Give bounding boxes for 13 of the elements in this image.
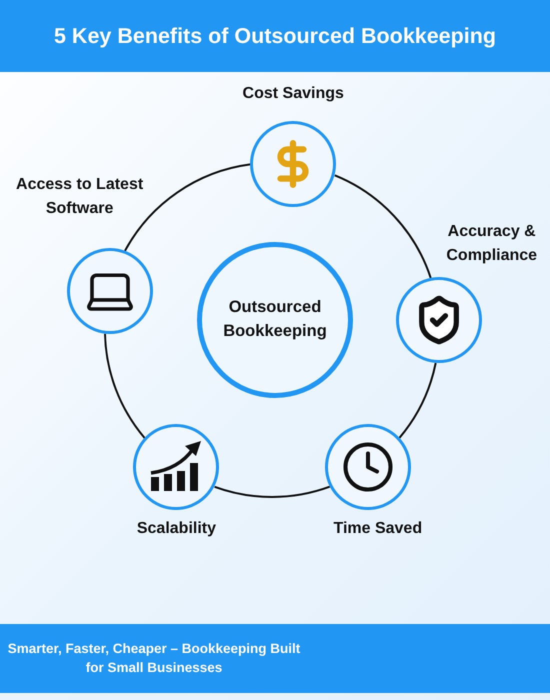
ring-connector <box>214 486 330 498</box>
benefit-label: Cost Savings <box>242 84 345 104</box>
ring-connector <box>334 174 432 278</box>
ring-connector <box>104 334 146 439</box>
center-label: Outsourced Bookkeeping <box>222 297 328 342</box>
benefit-label: Access to Latest Software <box>15 175 144 219</box>
caption: Smarter, Faster, Cheaper – Bookkeeping Built for Small Businesses <box>6 640 302 676</box>
benefit-label: Accuracy & Compliance <box>445 222 538 266</box>
title: 5 Key Benefits of Outsourced Bookkeeping <box>54 24 496 48</box>
ring-connector <box>398 362 437 438</box>
benefit-label: Time Saved <box>332 518 424 539</box>
ring-connector <box>124 163 250 252</box>
benefit-label: Scalability <box>136 518 218 539</box>
